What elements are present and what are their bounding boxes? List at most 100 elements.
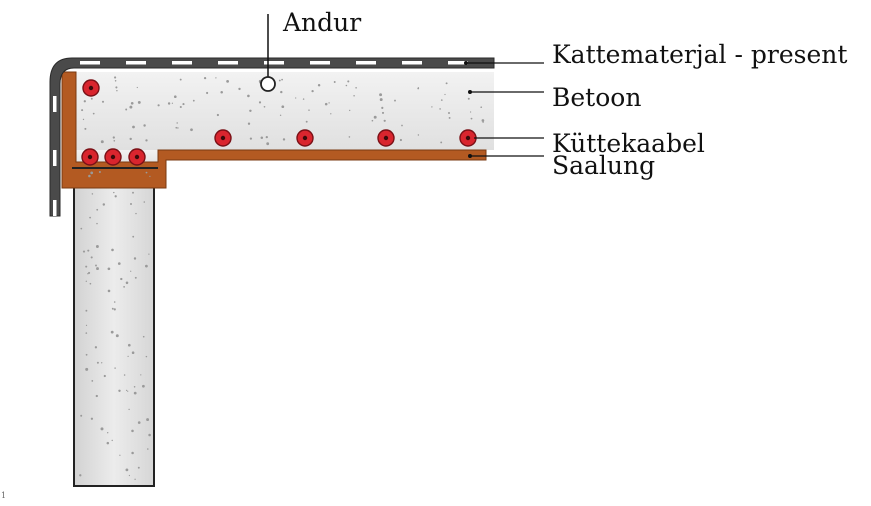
- concrete-speckle: [131, 351, 135, 354]
- roofing-seam-mark: [264, 61, 284, 65]
- concrete-speckle: [333, 81, 336, 83]
- concrete-speckle: [101, 100, 105, 103]
- concrete-speckle: [480, 106, 483, 109]
- concrete-speckle: [281, 78, 283, 81]
- concrete-speckle: [92, 112, 95, 115]
- concrete-speckle: [137, 421, 141, 424]
- concrete-speckle: [247, 94, 250, 98]
- concrete-speckle: [117, 262, 121, 265]
- roofing-seam-mark: [402, 61, 422, 65]
- concrete-speckle: [90, 417, 94, 420]
- concrete-speckle: [106, 441, 110, 445]
- concrete-speckle: [324, 102, 328, 106]
- heating-cable-section-icon: [104, 148, 122, 166]
- roofing-seam-mark: [356, 61, 376, 65]
- concrete-speckle: [192, 99, 195, 102]
- concrete-speckle: [348, 136, 351, 138]
- concrete-speckle: [206, 91, 209, 95]
- concrete-speckle: [317, 83, 321, 87]
- wooden-soffit-board: [61, 71, 487, 189]
- concrete-speckle: [177, 127, 179, 129]
- concrete-speckle: [82, 250, 86, 253]
- concrete-speckle: [226, 80, 229, 83]
- concrete-speckle: [279, 114, 282, 117]
- concrete-speckle: [278, 79, 281, 82]
- concrete-speckle: [305, 120, 308, 123]
- leader-lines: [466, 62, 544, 157]
- concrete-speckle: [94, 346, 98, 349]
- concrete-speckle: [266, 142, 270, 146]
- concrete-speckle: [130, 101, 134, 105]
- concrete-speckle: [90, 171, 94, 175]
- heating-cable-section-icon: [82, 79, 100, 97]
- concrete-speckle: [179, 78, 182, 81]
- concrete-slab: [76, 72, 494, 150]
- concrete-speckle: [90, 97, 93, 100]
- concrete-speckle: [281, 105, 285, 109]
- concrete-speckle: [137, 100, 141, 104]
- concrete-speckle: [79, 474, 82, 477]
- concrete-speckle: [132, 125, 135, 129]
- concrete-speckle: [80, 414, 83, 417]
- concrete-speckle: [238, 87, 241, 91]
- concrete-speckle: [263, 105, 266, 108]
- concrete-speckle: [128, 474, 130, 477]
- concrete-speckle: [448, 116, 451, 119]
- concrete-speckle: [100, 140, 104, 144]
- concrete-speckle: [143, 201, 146, 203]
- concrete-speckle: [125, 389, 128, 392]
- concrete-speckle: [431, 106, 433, 108]
- heating-cable-section-icon: [81, 148, 99, 166]
- concrete-speckle: [399, 138, 402, 142]
- concrete-speckle: [148, 253, 150, 255]
- concrete-speckle: [176, 122, 178, 124]
- concrete-speckle: [127, 343, 131, 347]
- concrete-speckle: [87, 249, 90, 252]
- concrete-speckle: [381, 106, 384, 109]
- concrete-speckle: [371, 119, 374, 122]
- concrete-speckle: [89, 216, 91, 219]
- concrete-speckle: [107, 432, 109, 434]
- concrete-speckle: [249, 109, 252, 113]
- concrete-speckle: [439, 108, 441, 110]
- concrete-speckle: [216, 113, 220, 117]
- concrete-speckle: [88, 271, 91, 274]
- concrete-speckle: [175, 126, 178, 129]
- concrete-speckle: [95, 394, 98, 398]
- concrete-speckle: [157, 104, 160, 107]
- concrete-speckle: [114, 80, 117, 82]
- concrete-speckle: [140, 374, 142, 376]
- concrete-speckle: [113, 308, 116, 311]
- heating-cable-section-icon: [296, 129, 314, 147]
- concrete-speckle: [95, 264, 97, 267]
- concrete-speckle: [145, 355, 148, 358]
- concrete-speckle: [258, 101, 262, 104]
- concrete-speckle: [137, 466, 140, 469]
- roofing-seam-mark: [53, 96, 57, 112]
- concrete-speckle: [280, 90, 283, 94]
- concrete-speckle: [355, 87, 357, 89]
- concrete-speckle: [85, 332, 88, 334]
- concrete-speckle: [295, 97, 297, 99]
- concrete-speckle: [100, 427, 104, 431]
- concrete-speckle: [114, 195, 117, 198]
- concrete-speckle: [85, 353, 88, 356]
- concrete-speckle: [401, 124, 403, 127]
- concrete-speckle: [345, 84, 348, 87]
- concrete-speckle: [84, 127, 87, 130]
- roofing-seam-mark: [80, 61, 100, 65]
- concrete-speckle: [96, 222, 98, 225]
- concrete-speckle: [444, 93, 446, 96]
- concrete-speckle: [134, 478, 136, 480]
- heating-cable-section-icon: [459, 129, 477, 147]
- concrete-speckle: [131, 429, 134, 433]
- concrete-speckle: [133, 257, 137, 260]
- concrete-speckle: [112, 136, 115, 139]
- concrete-speckle: [91, 380, 94, 382]
- concrete-speckle: [135, 212, 137, 215]
- concrete-speckle: [467, 97, 470, 100]
- concrete-speckle: [347, 80, 350, 83]
- concrete-aggregate-speckles: [79, 76, 485, 480]
- concrete-speckle: [182, 103, 185, 106]
